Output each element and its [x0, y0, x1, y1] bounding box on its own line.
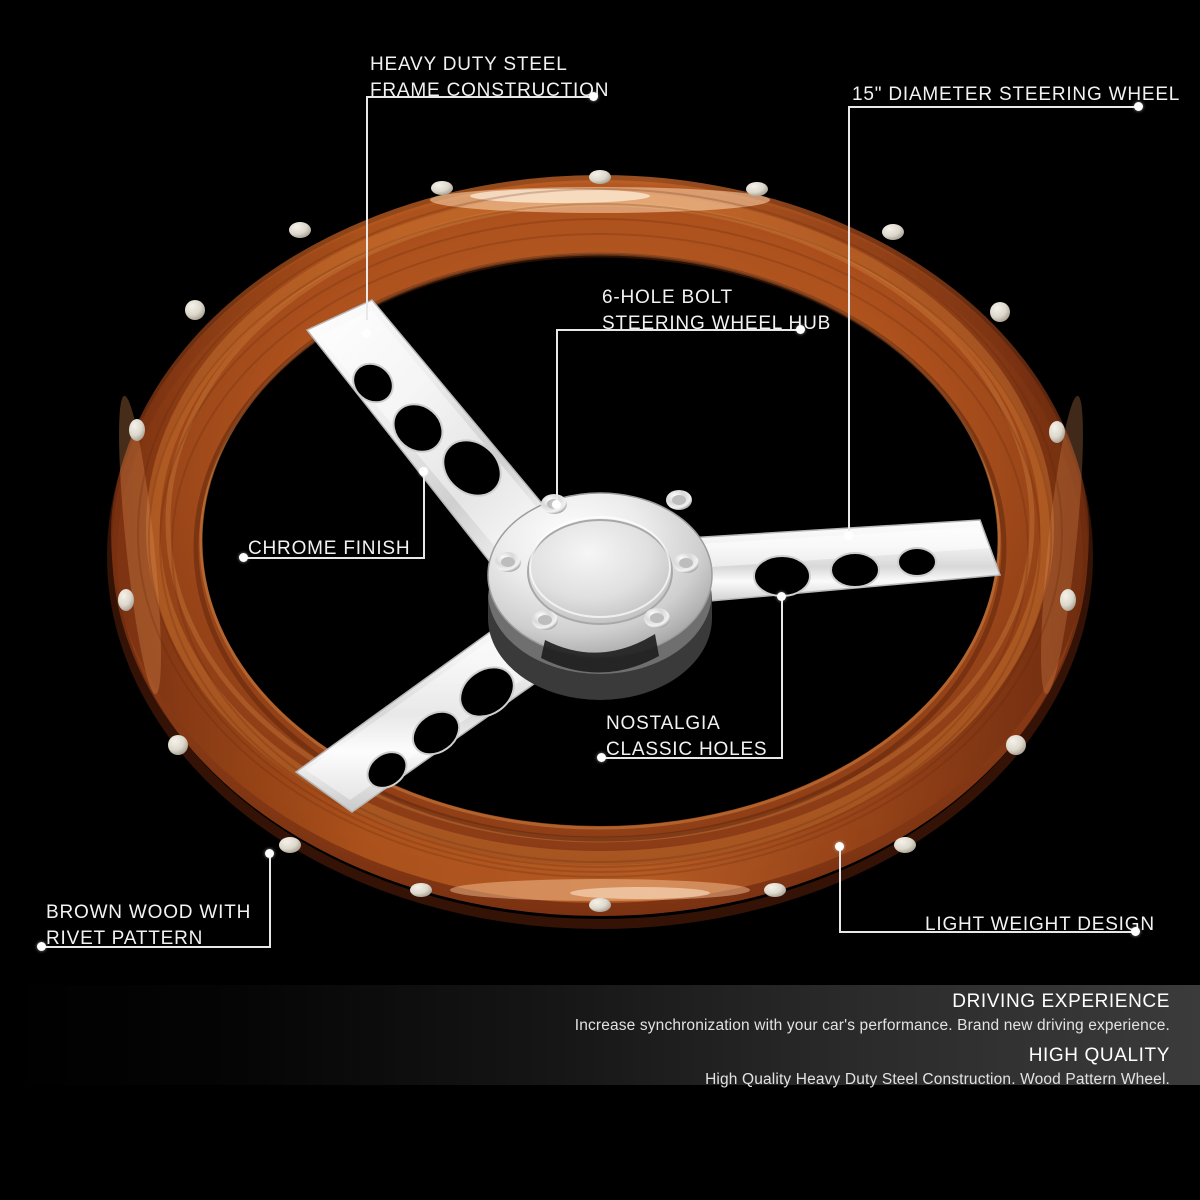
callout-light-weight-line1: LIGHT WEIGHT DESIGN	[925, 914, 1155, 935]
callout-diameter: 15" DIAMETER STEERING WHEEL	[852, 82, 1180, 107]
callout-brown-wood-rivets-dot	[265, 849, 274, 858]
callout-heavy-duty-steel-line-v	[366, 96, 368, 320]
callout-heavy-duty-steel-line1: HEAVY DUTY STEEL	[370, 54, 568, 75]
callout-brown-wood-rivets-line2: RIVET PATTERN	[46, 928, 204, 949]
info-block-1-body: High Quality Heavy Duty Steel Constructi…	[705, 1071, 1170, 1088]
callout-nostalgia-holes-line-v	[781, 596, 783, 759]
callout-light-weight-line-v	[839, 846, 841, 933]
callout-light-weight: LIGHT WEIGHT DESIGN	[925, 912, 1155, 937]
callout-light-weight-line-h	[839, 931, 1135, 933]
callout-light-weight-enddot	[1131, 927, 1140, 936]
rivet-pattern	[118, 170, 1076, 912]
callout-chrome-finish-line-v	[423, 471, 425, 559]
callout-six-hole-bolt-line-h	[556, 329, 800, 331]
info-block-1-heading: HIGH QUALITY	[1028, 1045, 1170, 1066]
callout-chrome-finish-enddot	[239, 553, 248, 562]
callout-chrome-finish-line1: CHROME FINISH	[248, 538, 411, 559]
callout-brown-wood-rivets-line-v	[269, 853, 271, 948]
callout-nostalgia-holes-line-h	[601, 757, 783, 759]
callout-diameter-enddot	[1134, 102, 1143, 111]
callout-heavy-duty-steel-line2: FRAME CONSTRUCTION	[370, 80, 610, 101]
callout-diameter-line1: 15" DIAMETER STEERING WHEEL	[852, 84, 1181, 105]
callout-light-weight-dot	[835, 842, 844, 851]
callout-chrome-finish-line-h	[243, 557, 425, 559]
callout-brown-wood-rivets: BROWN WOOD WITH RIVET PATTERN	[46, 900, 251, 952]
callout-heavy-duty-steel-line-h	[366, 96, 593, 98]
callout-six-hole-bolt: 6-HOLE BOLT STEERING WHEEL HUB	[602, 285, 831, 337]
callout-six-hole-bolt-line1: 6-HOLE BOLT	[602, 287, 733, 308]
callout-nostalgia-holes-line2: CLASSIC HOLES	[606, 739, 768, 760]
callout-nostalgia-holes-enddot	[597, 753, 606, 762]
callout-nostalgia-holes-dot	[777, 592, 786, 601]
callout-six-hole-bolt-line2: STEERING WHEEL HUB	[602, 313, 832, 334]
callout-nostalgia-holes: NOSTALGIA CLASSIC HOLES	[606, 711, 767, 763]
callout-diameter-dot	[844, 531, 853, 540]
callout-diameter-line-h	[848, 106, 1138, 108]
callout-heavy-duty-steel-enddot	[589, 92, 598, 101]
callout-chrome-finish: CHROME FINISH	[248, 536, 410, 561]
steering-wheel-hub	[487, 490, 713, 700]
callout-six-hole-bolt-dot	[552, 500, 561, 509]
callout-six-hole-bolt-line-v	[556, 329, 558, 507]
info-block-0-heading: DRIVING EXPERIENCE	[952, 991, 1170, 1012]
info-panel: DRIVING EXPERIENCE Increase synchronizat…	[0, 985, 1200, 1088]
callout-six-hole-bolt-enddot	[796, 325, 805, 334]
callout-chrome-finish-dot	[419, 467, 428, 476]
spoke-right	[654, 519, 1002, 606]
callout-heavy-duty-steel-dot	[362, 329, 371, 338]
callout-brown-wood-rivets-line1: BROWN WOOD WITH	[46, 902, 252, 923]
callout-brown-wood-rivets-enddot	[37, 942, 46, 951]
callout-diameter-line-v	[848, 106, 850, 536]
callout-brown-wood-rivets-line-h	[41, 946, 271, 948]
callout-heavy-duty-steel: HEAVY DUTY STEEL FRAME CONSTRUCTION	[370, 52, 609, 104]
info-block-0-body: Increase synchronization with your car's…	[574, 1017, 1170, 1034]
callout-nostalgia-holes-line1: NOSTALGIA	[606, 713, 721, 734]
